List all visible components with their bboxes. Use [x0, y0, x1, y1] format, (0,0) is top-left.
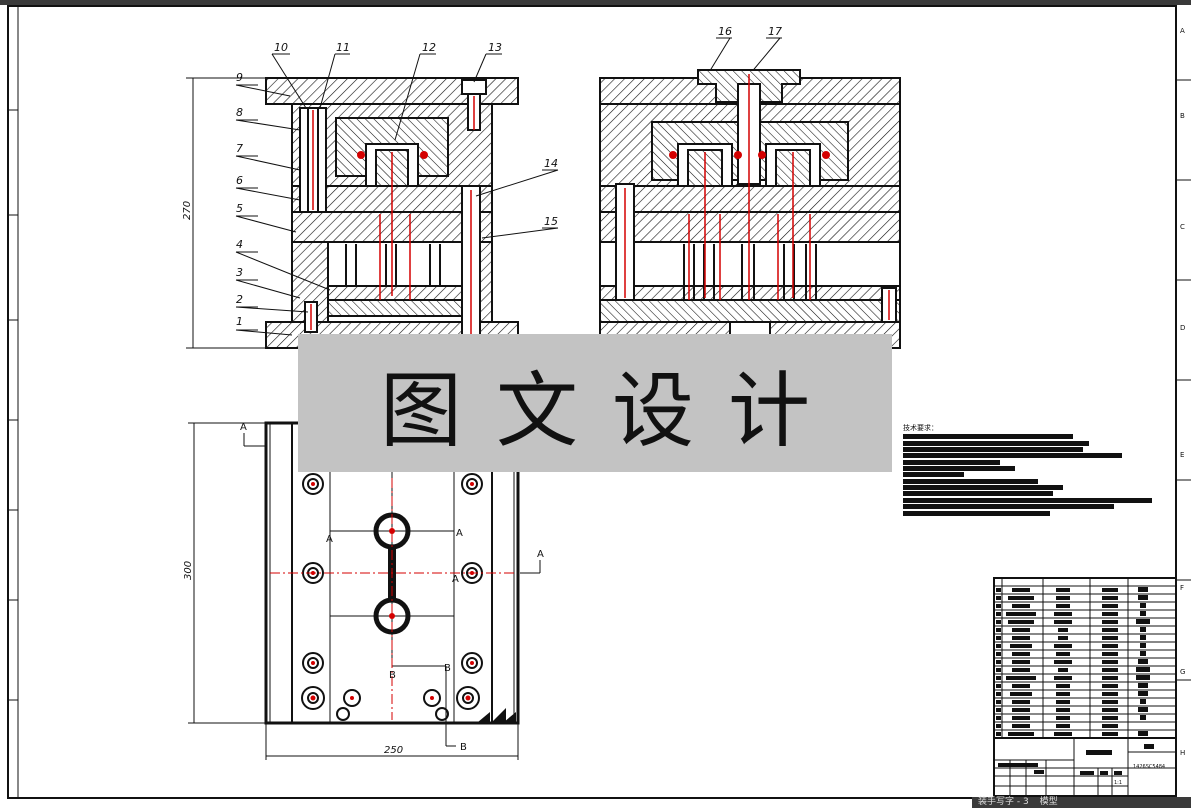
- zone-letter: B: [1180, 112, 1185, 120]
- part-labels: 1 2 3 4 5 6 7 8 9 10 11 12 13 14 15 16 1…: [236, 25, 782, 328]
- zone-letter: E: [1180, 451, 1184, 459]
- plan-view-red-dots: [310, 482, 474, 701]
- front-section-red-dots: [357, 151, 428, 159]
- section-mark-a: A: [326, 534, 333, 545]
- part-label-17: 17: [768, 25, 782, 38]
- part-label-10: 10: [274, 41, 288, 54]
- title-block: [993, 737, 1177, 797]
- part-label-16: 16: [718, 25, 732, 38]
- section-mark-b: B: [389, 670, 396, 681]
- scale-value: 1:1: [1114, 780, 1122, 786]
- dimension-300: [188, 422, 266, 724]
- model-tab[interactable]: 模型: [1039, 797, 1058, 807]
- part-label-14: 14: [544, 157, 558, 170]
- tech-requirements-title: 技术要求：: [903, 423, 938, 432]
- part-label-4: 4: [236, 238, 243, 251]
- part-label-3: 3: [236, 266, 243, 279]
- section-mark-b: B: [444, 663, 451, 674]
- section-mark-a: A: [456, 528, 463, 539]
- side-section-view: [599, 69, 901, 349]
- zone-letter: A: [1180, 27, 1185, 35]
- section-mark-a: A: [240, 422, 247, 433]
- part-label-15: 15: [544, 215, 558, 228]
- layout-tab[interactable]: 装手写字 - 3: [978, 797, 1029, 807]
- part-label-11: 11: [336, 41, 350, 54]
- part-label-8: 8: [236, 106, 243, 119]
- part-label-1: 1: [236, 315, 243, 328]
- drawing-code: 1426SC5484: [1133, 764, 1165, 770]
- dimension-label-270: 270: [182, 201, 193, 220]
- section-mark-a: A: [452, 574, 459, 585]
- layout-tab-bar[interactable]: 装手写字 - 3 模型: [972, 797, 1191, 808]
- zone-letter: G: [1180, 668, 1185, 676]
- parts-list-table: [993, 577, 1177, 739]
- front-section-red-lines: [310, 96, 475, 334]
- title-block-redacted-cells: [998, 744, 1154, 775]
- section-markers: A A A A A B B B: [240, 422, 544, 753]
- dimension-270: [186, 77, 266, 349]
- part-label-13: 13: [488, 41, 502, 54]
- watermark-banner: 图文设计: [298, 334, 892, 472]
- border-zone-letters: A B C D E F G H: [1180, 27, 1185, 757]
- dimension-label-300: 300: [183, 561, 194, 580]
- leader-lines: [235, 37, 782, 336]
- part-label-7: 7: [236, 142, 243, 155]
- zone-letter: F: [1180, 584, 1184, 592]
- watermark-text: 图文设计: [379, 363, 844, 459]
- part-label-12: 12: [422, 41, 436, 54]
- part-label-5: 5: [236, 202, 243, 215]
- zone-letter: C: [1180, 223, 1185, 231]
- dimension-250: [265, 723, 519, 760]
- zone-letter: H: [1180, 749, 1185, 757]
- parts-list-redacted-cells: [996, 587, 1150, 736]
- section-mark-b: B: [460, 742, 467, 753]
- part-label-6: 6: [236, 174, 243, 187]
- dimension-label-250: 250: [384, 745, 403, 756]
- tech-requirements-text-redacted: [903, 434, 1152, 516]
- part-label-2: 2: [236, 293, 243, 306]
- zone-letter: D: [1180, 324, 1185, 332]
- side-section-red-lines: [624, 74, 890, 320]
- side-section-red-dots: [669, 151, 830, 159]
- section-mark-a: A: [537, 549, 544, 560]
